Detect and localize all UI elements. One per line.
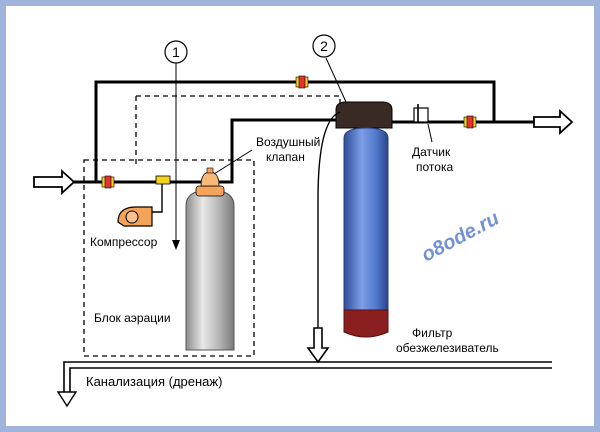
compressor-icon	[117, 206, 153, 227]
flow-sensor-pointer	[427, 123, 433, 143]
callout-2-line	[325, 57, 347, 103]
callout-1-number: 1	[172, 44, 180, 60]
dashed-air-line	[136, 95, 341, 112]
compressor-line	[152, 182, 163, 213]
callout-1-circle	[164, 40, 188, 64]
sewer-line-inner	[69, 367, 552, 392]
filter-label-line1: Фильтр	[412, 326, 453, 340]
air-valve-label-line2: клапан	[266, 150, 305, 164]
drain-label: Канализация (дренаж)	[86, 374, 222, 389]
tee-joint	[155, 175, 171, 185]
callout-2-number: 2	[320, 38, 328, 54]
ball-valve-icon[interactable]	[295, 75, 309, 89]
flow-sensor-label-line2: потока	[416, 160, 453, 174]
filter-head	[335, 101, 393, 129]
air-valve-pointer	[213, 149, 253, 175]
inlet-arrow	[33, 168, 76, 196]
ball-valve-icon[interactable]	[101, 175, 115, 189]
compressor-label: Компрессор	[90, 235, 158, 249]
filter-label-line2: обезжелезиватель	[396, 341, 499, 355]
callout-2-circle	[312, 34, 336, 58]
aeration-block-enclosure	[83, 159, 255, 357]
flow-sensor-icon	[413, 104, 429, 123]
watermark: o8ode.ru	[418, 207, 503, 266]
air-valve-icon	[195, 167, 225, 197]
inlet-pipe	[70, 118, 336, 184]
filter-body	[343, 127, 389, 313]
flow-sensor-label-line1: Датчик	[412, 145, 451, 159]
sewer-line	[63, 361, 552, 392]
air-valve-label-line1: Воздушный	[256, 135, 320, 149]
aeration-block-label: Блок аэрации	[94, 311, 171, 325]
outlet-arrow	[533, 108, 574, 136]
aeration-tank	[185, 189, 235, 351]
filter-drain-arrow	[306, 327, 330, 364]
bypass-pipe	[94, 80, 496, 182]
filter-drain-line	[317, 111, 341, 344]
sewer-arrowhead	[56, 391, 78, 408]
callout-1-arrowhead	[172, 240, 180, 250]
ball-valve-icon[interactable]	[463, 115, 477, 129]
filter-base	[343, 309, 389, 338]
